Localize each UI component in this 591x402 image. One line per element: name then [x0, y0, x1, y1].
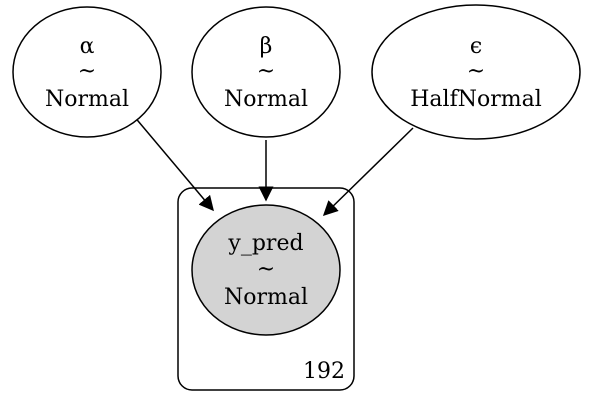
node-beta-ellipse — [191, 6, 341, 138]
node-epsilon-ellipse — [371, 4, 581, 140]
edge-epsilon-to-y-pred — [322, 127, 414, 217]
plate-label: 192 — [303, 359, 345, 384]
node-y-pred: y_pred ~ Normal — [191, 204, 341, 336]
node-y-pred-distribution: Normal — [224, 285, 308, 310]
node-alpha-distribution: Normal — [45, 87, 129, 112]
node-alpha-tilde: ~ — [78, 59, 96, 84]
node-epsilon-symbol: ϵ — [470, 34, 482, 59]
node-beta: β ~ Normal — [191, 6, 341, 138]
node-epsilon: ϵ ~ HalfNormal — [371, 4, 581, 140]
node-alpha-ellipse — [12, 6, 162, 138]
node-y-pred-ellipse — [191, 204, 341, 336]
node-beta-distribution: Normal — [224, 87, 308, 112]
node-alpha-symbol: α — [80, 34, 95, 59]
node-epsilon-distribution: HalfNormal — [410, 87, 542, 112]
node-beta-symbol: β — [260, 34, 273, 59]
node-beta-tilde: ~ — [257, 59, 275, 84]
node-y-pred-tilde: ~ — [257, 257, 275, 282]
edge-alpha-to-y-pred — [132, 114, 214, 212]
node-y-pred-symbol: y_pred — [227, 231, 303, 256]
node-epsilon-tilde: ~ — [467, 59, 485, 84]
node-alpha: α ~ Normal — [12, 6, 162, 138]
